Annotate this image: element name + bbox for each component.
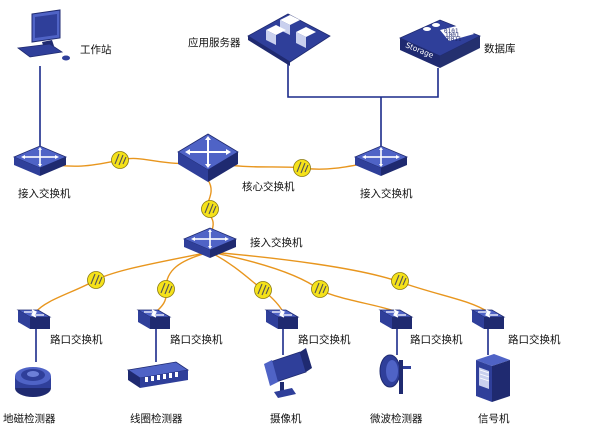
database-label: 数据库 — [484, 42, 516, 55]
device-1-label: 地磁检测器 — [3, 412, 56, 425]
optical-node-icon — [292, 158, 312, 178]
router-icon — [265, 309, 299, 330]
port-switch-1-label: 路口交换机 — [50, 333, 103, 346]
switch-icon — [354, 145, 408, 177]
camera-icon — [264, 348, 312, 398]
wired-links — [35, 62, 489, 362]
optical-node-icon — [390, 271, 410, 291]
microwave-icon — [379, 354, 411, 394]
device-3-label: 摄像机 — [270, 412, 302, 425]
access-switch-mid-label: 接入交换机 — [250, 236, 303, 249]
router-icon — [137, 309, 171, 330]
access-switch-right-label: 接入交换机 — [360, 187, 413, 200]
computer-icon — [16, 9, 70, 61]
storage-bits-2: 1001 — [445, 32, 460, 39]
port-switch-2-label: 路口交换机 — [170, 333, 223, 346]
device-2-label: 线圈检测器 — [130, 412, 183, 425]
storage-bits-1: 0101 — [444, 28, 459, 35]
router-icon — [17, 309, 51, 330]
device-5-label: 信号机 — [478, 412, 510, 425]
port-switch-4-label: 路口交换机 — [410, 333, 463, 346]
switch-icon — [13, 145, 67, 177]
storage-icon: 0101 1001 0011 Storage — [399, 19, 481, 68]
device-4-label: 微波检测器 — [370, 412, 423, 425]
optical-node-icon — [253, 280, 273, 300]
optical-node-icon — [200, 199, 220, 219]
port-switch-5-label: 路口交换机 — [508, 333, 561, 346]
sensor-disk-icon — [15, 367, 51, 397]
loop-detector-icon — [126, 361, 190, 388]
router-icon — [471, 309, 505, 330]
router-icon — [379, 309, 413, 330]
storage-bits-3: 0011 — [447, 36, 462, 43]
optical-node-icon — [310, 279, 330, 299]
workstation-label: 工作站 — [80, 43, 112, 56]
access-switch-left-label: 接入交换机 — [18, 187, 71, 200]
optical-node-icon — [110, 150, 130, 170]
signal-cabinet-icon — [476, 354, 510, 402]
port-switch-3-label: 路口交换机 — [298, 333, 351, 346]
switch-icon — [177, 133, 239, 183]
app-server-label: 应用服务器 — [188, 36, 241, 49]
optical-node-icon — [156, 279, 176, 299]
server-icon — [247, 13, 331, 66]
optical-node-icon — [86, 270, 106, 290]
core-switch-label: 核心交换机 — [242, 180, 295, 193]
